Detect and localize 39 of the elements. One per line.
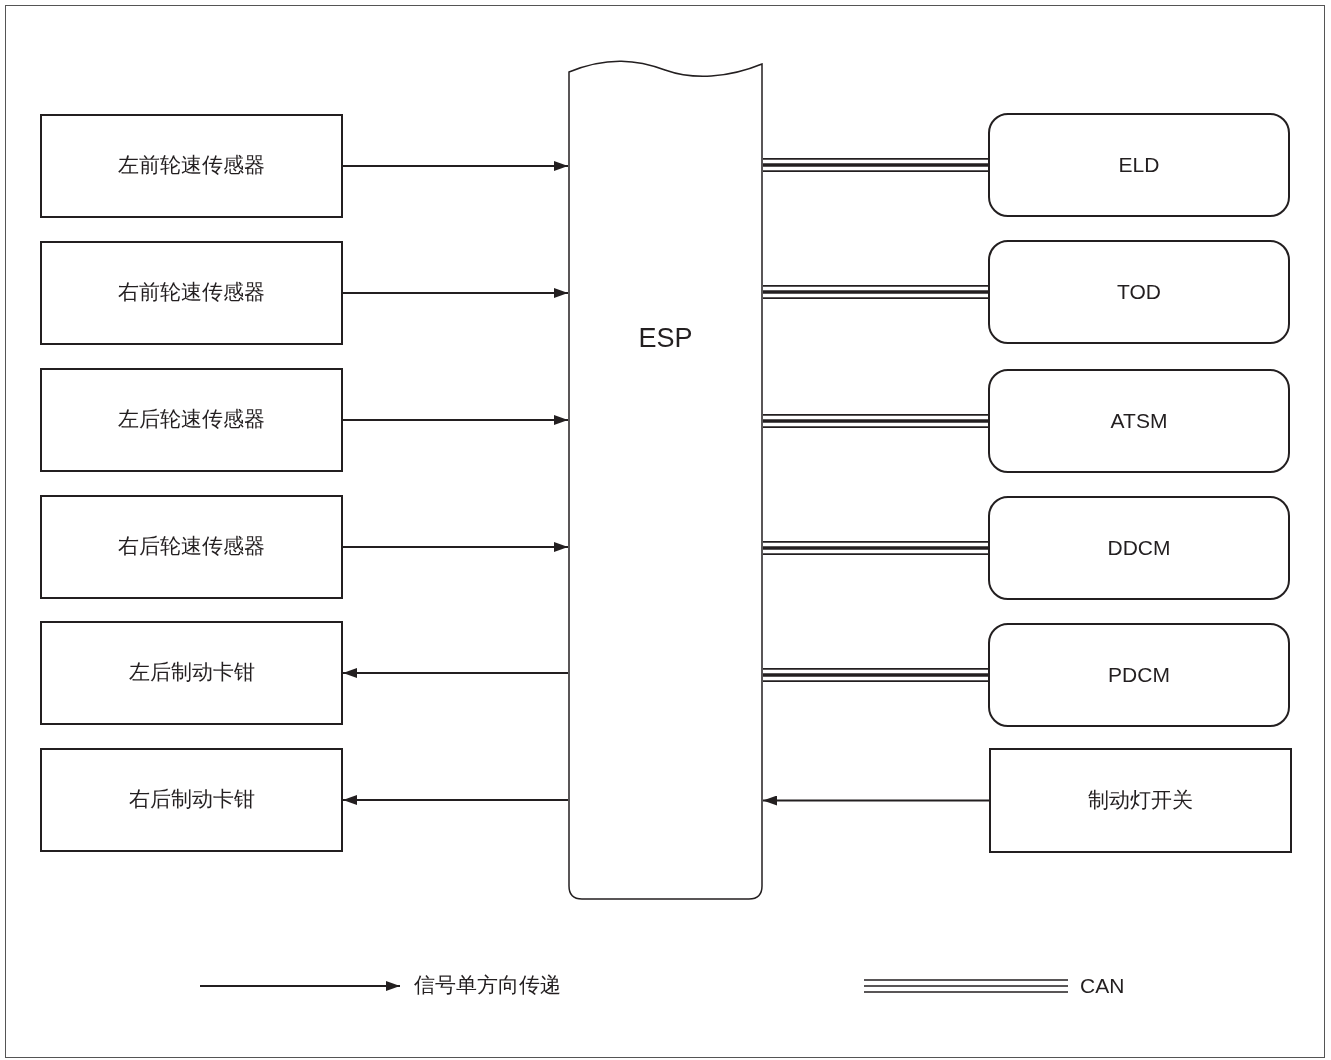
arrow	[342, 288, 569, 298]
box-label: 右后轮速传感器	[118, 533, 265, 561]
component-box	[40, 114, 343, 218]
module-box	[988, 496, 1290, 600]
arrow	[342, 161, 569, 171]
can-bus-line	[763, 668, 988, 682]
component-box	[40, 241, 343, 345]
box-label: ATSM	[1110, 408, 1168, 435]
can-bus-line	[763, 158, 988, 172]
arrow	[342, 542, 569, 552]
component-box	[40, 368, 343, 472]
module-box	[988, 113, 1290, 217]
box-label: 左前轮速传感器	[118, 152, 265, 180]
box-label: 左后轮速传感器	[118, 406, 265, 434]
legend-text: 信号单方向传递	[414, 972, 561, 999]
arrow	[342, 795, 569, 805]
arrow	[342, 668, 569, 678]
component-box	[989, 748, 1292, 853]
arrow	[342, 415, 569, 425]
box-label: DDCM	[1107, 535, 1171, 562]
box-label: ELD	[1118, 152, 1160, 179]
component-box	[40, 621, 343, 725]
module-box	[988, 240, 1290, 344]
can-bus-line	[763, 285, 988, 299]
module-box	[988, 623, 1290, 727]
module-label: ESP	[637, 322, 694, 355]
component-box	[40, 748, 343, 852]
box-label: 右前轮速传感器	[118, 279, 265, 307]
box-label: TOD	[1117, 279, 1161, 306]
box-label: 左后制动卡钳	[128, 659, 255, 687]
component-box	[40, 495, 343, 599]
box-label: 制动灯开关	[1088, 786, 1193, 814]
can-bus-line	[763, 414, 988, 428]
box-label: 右后制动卡钳	[128, 786, 255, 814]
box-label: PDCM	[1108, 662, 1170, 689]
legend-text: CAN	[1080, 973, 1125, 999]
module-box	[988, 369, 1290, 473]
can-bus-line	[763, 541, 988, 555]
arrow	[762, 795, 990, 806]
